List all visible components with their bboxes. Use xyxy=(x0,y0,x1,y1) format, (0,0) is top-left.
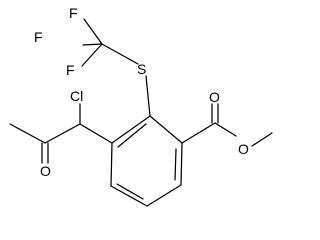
bond-cf-s xyxy=(101,43,139,65)
ring-bond-4 xyxy=(110,185,148,207)
atom-f3-label: F xyxy=(66,62,75,78)
bond-ring-carbonyl xyxy=(181,122,216,144)
atom-o-carbonyl-label: O xyxy=(209,89,220,105)
ring-double-1 xyxy=(174,148,177,181)
bond-cf-f1 xyxy=(83,18,103,45)
bonds xyxy=(9,18,273,207)
bond-s-ring xyxy=(145,75,151,117)
bond-cf-f3 xyxy=(81,43,103,67)
ring-double-2 xyxy=(116,183,144,200)
atom-f2-label: F xyxy=(34,29,43,45)
atom-s-label: S xyxy=(137,61,146,77)
ring-bond-1 xyxy=(149,115,183,144)
ring-bond-5 xyxy=(110,142,113,187)
bond-ring-chc xyxy=(79,123,113,144)
bond-oester-methyl xyxy=(251,132,273,147)
atom-labels: F F F S Cl O O O xyxy=(34,5,249,179)
bond-carbonyl-oester xyxy=(214,122,237,137)
atom-o-ester-label: O xyxy=(238,141,249,157)
atom-o-ketone-label: O xyxy=(40,163,51,179)
ring-bond-6 xyxy=(111,115,151,144)
atom-cl-label: Cl xyxy=(70,88,83,104)
bond-ketone-methyl xyxy=(9,123,46,144)
chemical-structure-diagram: F F F S Cl O O O xyxy=(9,5,273,207)
bond-cf-f2 xyxy=(82,43,103,46)
ring-double-3 xyxy=(117,123,147,148)
bond-chc-ketone xyxy=(44,123,81,144)
ring-bond-3 xyxy=(146,184,182,207)
atom-f1-label: F xyxy=(69,5,78,21)
ring-bond-2 xyxy=(180,142,183,186)
